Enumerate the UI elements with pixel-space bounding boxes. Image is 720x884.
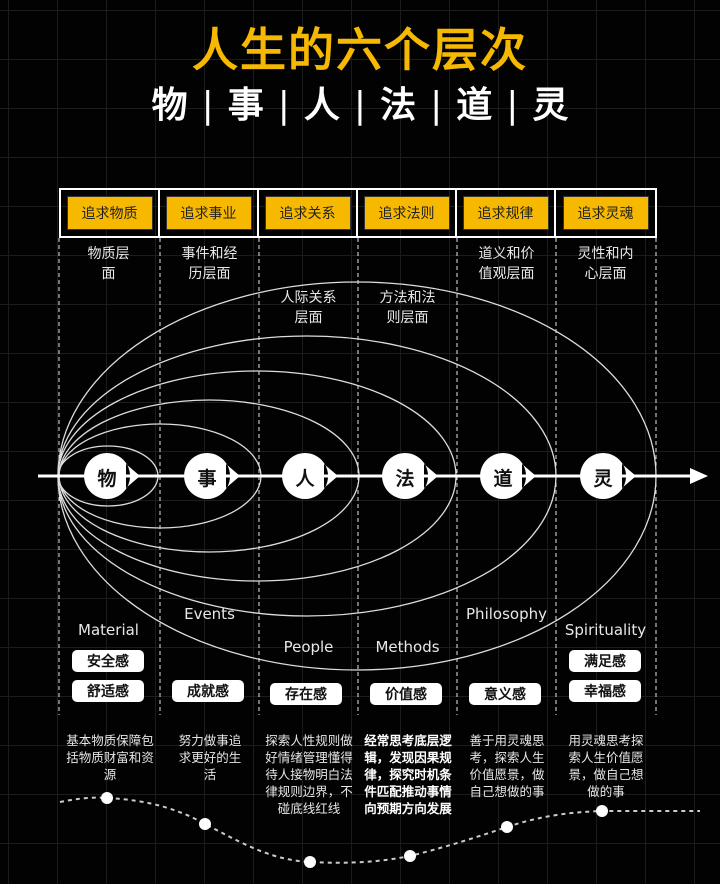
pursuit-label: 追求事业 <box>165 196 252 230</box>
page-title: 人生的六个层次 <box>192 23 528 77</box>
node-wu: 物 <box>97 467 117 490</box>
node-shape <box>580 453 636 499</box>
node-ren: 人 <box>295 467 315 490</box>
feeling-badge: 幸福感 <box>569 680 641 702</box>
wave-dot <box>404 850 416 862</box>
feeling-badge: 安全感 <box>72 650 144 672</box>
english-label: Material <box>78 621 139 639</box>
pursuit-label: 追求规律 <box>462 196 549 230</box>
english-label: People <box>283 638 334 656</box>
feeling-badge: 成就感 <box>172 680 244 702</box>
separator: | <box>506 85 519 126</box>
pursuit-label: 追求法则 <box>363 196 450 230</box>
level-label: 方法和法则层面 <box>379 290 436 326</box>
separator: | <box>277 85 290 126</box>
wave-dot <box>501 821 513 833</box>
subtitle-char: 灵 <box>532 85 569 126</box>
pursuit-label: 追求物质 <box>66 196 153 230</box>
node-shape <box>382 453 438 499</box>
subtitle-char: 道 <box>456 85 493 126</box>
header-cell: 追求灵魂 <box>554 188 657 238</box>
node-shape <box>184 453 240 499</box>
wave-dot <box>596 805 608 817</box>
english-label: Spirituality <box>564 621 647 639</box>
separator: | <box>430 85 443 126</box>
description: 经常思考底层逻辑，发现因果规律，探究时机条件匹配推动事情向预期方向发展 <box>364 733 452 816</box>
feeling-badge: 价值感 <box>370 683 442 705</box>
description: 用灵魂思考探索人生价值愿景，做自己想做的事 <box>568 733 644 799</box>
level-label: 灵性和内心层面 <box>577 246 634 282</box>
node-shape <box>84 453 140 499</box>
subtitle-char: 事 <box>227 85 264 126</box>
subtitle-char: 人 <box>303 85 340 126</box>
level-label: 人际关系层面 <box>280 290 337 326</box>
header-cell: 追求物质 <box>59 188 158 238</box>
english-label: Methods <box>375 638 440 656</box>
description: 探索人性规则做好情绪管理懂得待人接物明白法律规则边界，不碰底线红线 <box>265 733 353 816</box>
pursuit-label: 追求关系 <box>264 196 351 230</box>
node-shi: 事 <box>197 467 217 490</box>
node-dao: 道 <box>493 467 513 490</box>
level-label: 道义和价值观层面 <box>478 246 535 282</box>
description: 努力做事追求更好的生活 <box>178 733 242 782</box>
level-label: 事件和经历层面 <box>181 246 238 282</box>
header-cell: 追求法则 <box>356 188 455 238</box>
feeling-badge: 舒适感 <box>72 680 144 702</box>
wave-dot <box>199 818 211 830</box>
feeling-badge: 存在感 <box>270 683 342 705</box>
header-cell: 追求事业 <box>158 188 257 238</box>
feeling-badge: 满足感 <box>569 650 641 672</box>
header-cell: 追求规律 <box>455 188 554 238</box>
node-fa: 法 <box>395 467 415 490</box>
description: 善于用灵魂思考，探索人生价值愿景，做自己想做的事 <box>469 733 545 799</box>
subtitle-char: 物 <box>151 85 188 126</box>
wave-dot <box>101 792 113 804</box>
node-ling: 灵 <box>593 467 613 490</box>
arrowhead-icon <box>690 468 708 484</box>
subtitle-char: 法 <box>380 85 417 126</box>
pursuit-label: 追求灵魂 <box>562 196 649 230</box>
description: 基本物质保障包括物质财富和资源 <box>66 733 154 782</box>
english-label: Events <box>184 605 235 623</box>
separator: | <box>353 85 367 126</box>
english-label: Philosophy <box>466 605 547 623</box>
wave-dot <box>304 856 316 868</box>
node-shape <box>480 453 536 499</box>
feeling-badge: 意义感 <box>469 683 541 705</box>
separator: | <box>201 85 214 126</box>
header-cell: 追求关系 <box>257 188 356 238</box>
level-label: 物质层面 <box>87 246 130 282</box>
subtitle: 物 | 事 | 人 | 法 | 道 | 灵 <box>0 76 720 128</box>
node-shape <box>282 453 338 499</box>
